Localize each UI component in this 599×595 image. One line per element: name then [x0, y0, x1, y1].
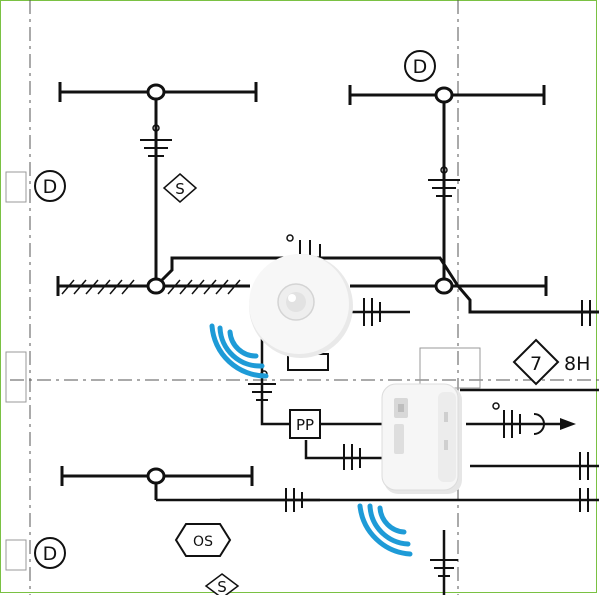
svg-text:D: D — [413, 56, 428, 78]
arrow-head — [560, 418, 576, 430]
svg-text:S: S — [175, 180, 185, 198]
svg-text:8H: 8H — [564, 353, 590, 375]
circuit-tag: 7 8H — [512, 338, 590, 386]
svg-text:OS: OS — [193, 534, 213, 550]
wireless-signal-icon-lower — [357, 503, 413, 557]
door-symbol-top: D — [404, 50, 436, 82]
switch-symbol: S — [162, 173, 198, 203]
svg-text:7: 7 — [530, 353, 542, 375]
hatching — [61, 279, 241, 295]
svg-text:D: D — [43, 176, 58, 198]
junction-node — [434, 277, 454, 295]
junction-node — [146, 277, 166, 295]
door-symbol-left: D — [34, 170, 66, 202]
ceiling-occupancy-sensor-icon — [249, 254, 353, 371]
svg-text:S: S — [217, 578, 227, 595]
junction-node — [434, 86, 454, 104]
wiring-runs — [156, 310, 599, 595]
occupancy-sensor-symbol: OS — [174, 523, 232, 557]
power-pack-box: PP — [289, 409, 321, 439]
svg-text:PP: PP — [296, 416, 314, 434]
wireless-signal-icon — [209, 323, 269, 379]
plug-in-power-module-icon — [381, 383, 462, 494]
svg-text:D: D — [43, 543, 58, 565]
door-symbol-bottom: D — [34, 537, 66, 569]
rail-upper-left — [58, 82, 258, 286]
junction-node — [146, 83, 166, 101]
switch-symbol-bottom: S — [204, 573, 240, 595]
grid-lines — [10, 0, 599, 595]
cable-ticks — [140, 139, 591, 577]
junction-node — [146, 467, 166, 485]
rail-upper-right — [348, 85, 546, 286]
